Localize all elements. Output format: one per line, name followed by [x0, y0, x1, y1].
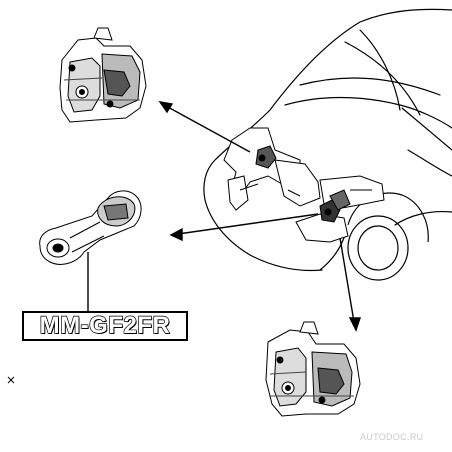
- arrow-upper-mount: [165, 105, 251, 153]
- upper-engine-mount: [59, 27, 147, 123]
- front-wheel: [347, 192, 429, 281]
- lower-engine-mount: [265, 321, 361, 417]
- engine-bay-subframe: [223, 127, 385, 243]
- arrow-upper-mount-head: [158, 101, 174, 114]
- arrow-torque-rod-head: [169, 227, 183, 242]
- part-number-label: MM-GF2FR: [22, 311, 188, 341]
- arrow-lower-mount: [339, 237, 355, 323]
- corner-marks: [7, 376, 15, 384]
- leader-arrows: [158, 101, 361, 332]
- watermark-text: AUTODOC.RU: [360, 432, 424, 442]
- torque-rod-mount: [39, 190, 142, 265]
- arrow-torque-rod: [177, 213, 319, 235]
- arrow-lower-mount-head: [348, 317, 361, 332]
